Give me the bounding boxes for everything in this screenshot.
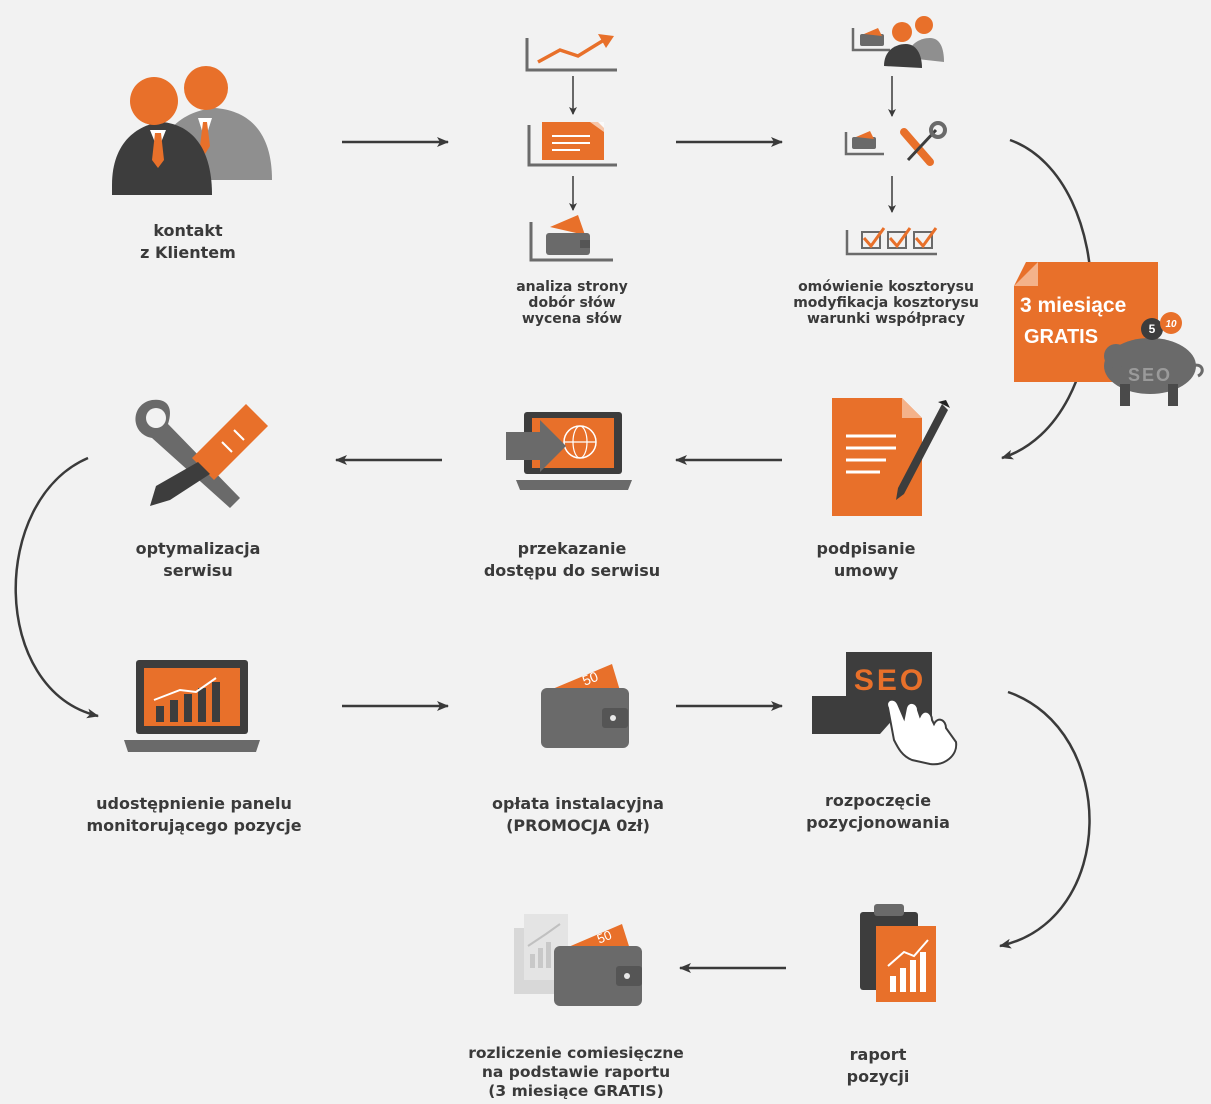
arrow-9-10 (999, 690, 1091, 949)
laptop-chart-icon (124, 660, 260, 752)
small-arrows (569, 76, 896, 213)
badge-line-2: GRATIS (1024, 326, 1099, 348)
tools-small-icon (844, 121, 947, 166)
badge-line-1: 3 miesiące (1020, 294, 1127, 317)
piggy-bank-icon: 5 10 SEO (1104, 312, 1204, 406)
piggy-text: SEO (1128, 365, 1172, 385)
step-label-oplata: opłata instalacyjna(PROMOCJA 0zł) (492, 794, 664, 835)
wallet-large-icon: 50 (541, 664, 629, 748)
checklist-icon (845, 227, 938, 256)
tools-icon (135, 399, 268, 508)
chart-icon (525, 34, 617, 72)
coin-large-text: 10 (1165, 319, 1177, 330)
seo-key-text: SEO (854, 664, 926, 697)
wallet-amount-2: 50 (595, 927, 614, 946)
arrow-6-7 (14, 456, 99, 719)
wallet-icon (529, 215, 613, 262)
document-icon (527, 122, 617, 167)
contract-icon (832, 398, 950, 516)
clipboard-report-icon (860, 904, 936, 1002)
people-icon (112, 66, 272, 195)
seo-key-icon: SEO (812, 652, 958, 766)
coin-small-text: 5 (1149, 322, 1156, 336)
monitor-transfer-icon (506, 412, 632, 490)
report-wallet-icon: 50 (514, 914, 642, 1006)
people-wallet-icon (851, 16, 944, 68)
wallet-amount: 50 (580, 668, 601, 689)
